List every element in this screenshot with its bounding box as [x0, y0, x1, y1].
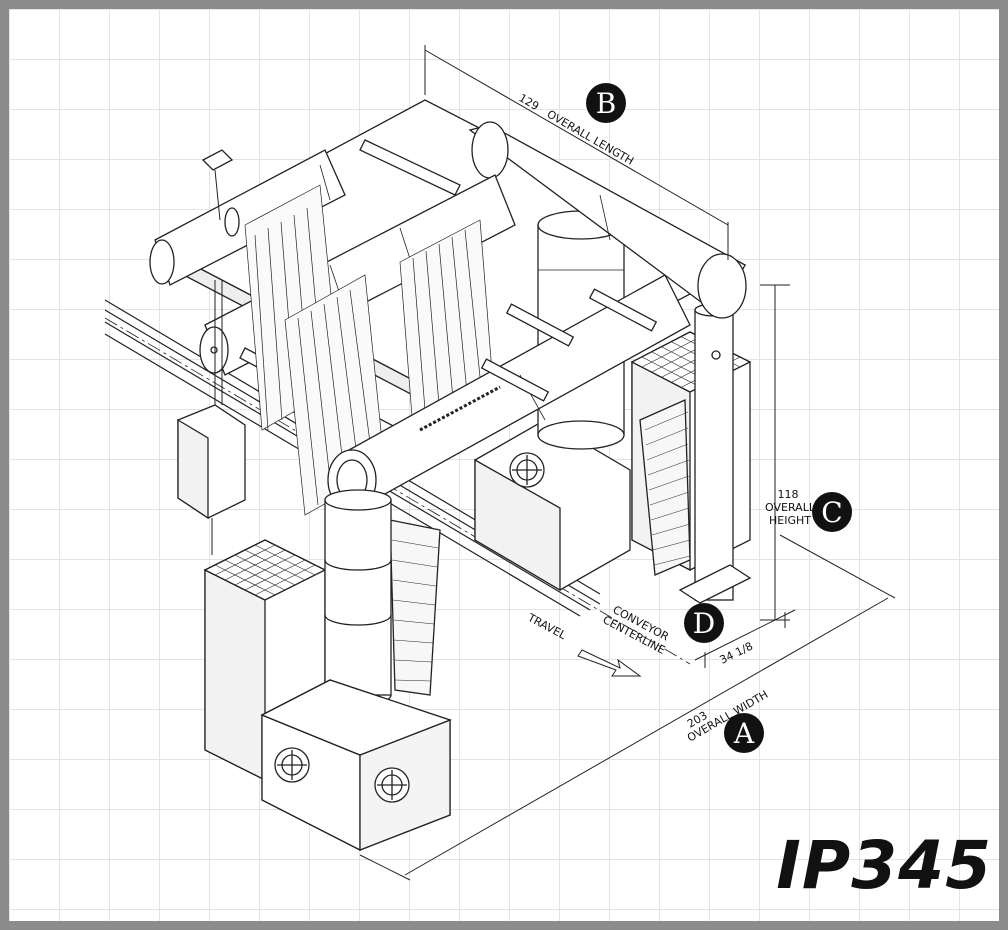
marker-d: D	[684, 603, 724, 643]
marker-b: B	[586, 83, 626, 123]
top-pipe-rear	[468, 121, 747, 319]
travel-label: TRAVEL	[525, 611, 569, 643]
height-label-2: HEIGHT	[769, 514, 811, 527]
svg-text:C: C	[821, 496, 842, 529]
pole-mount	[201, 149, 234, 221]
travel-arrow	[577, 649, 642, 677]
svg-text:B: B	[596, 87, 617, 120]
front-cylinder-tower	[324, 489, 392, 706]
height-label-1: OVERALL	[765, 501, 816, 514]
svg-text:D: D	[693, 607, 715, 640]
length-label: OVERALL LENGTH	[545, 108, 636, 168]
height-value: 118	[778, 488, 799, 501]
top-pipe-left	[149, 149, 346, 286]
left-grate-cabinet	[203, 539, 327, 782]
marker-c: C	[812, 492, 852, 532]
air-knife-curtains	[244, 184, 496, 516]
front-flex-hose	[389, 519, 441, 696]
marker-a: A	[724, 713, 764, 753]
offset-value: 34 1/8	[718, 640, 755, 667]
model-title: IP345	[776, 827, 992, 904]
dimension-lines	[359, 45, 896, 881]
front-blower-housing	[260, 679, 452, 852]
svg-text:A: A	[733, 717, 755, 750]
control-panel	[177, 280, 246, 555]
